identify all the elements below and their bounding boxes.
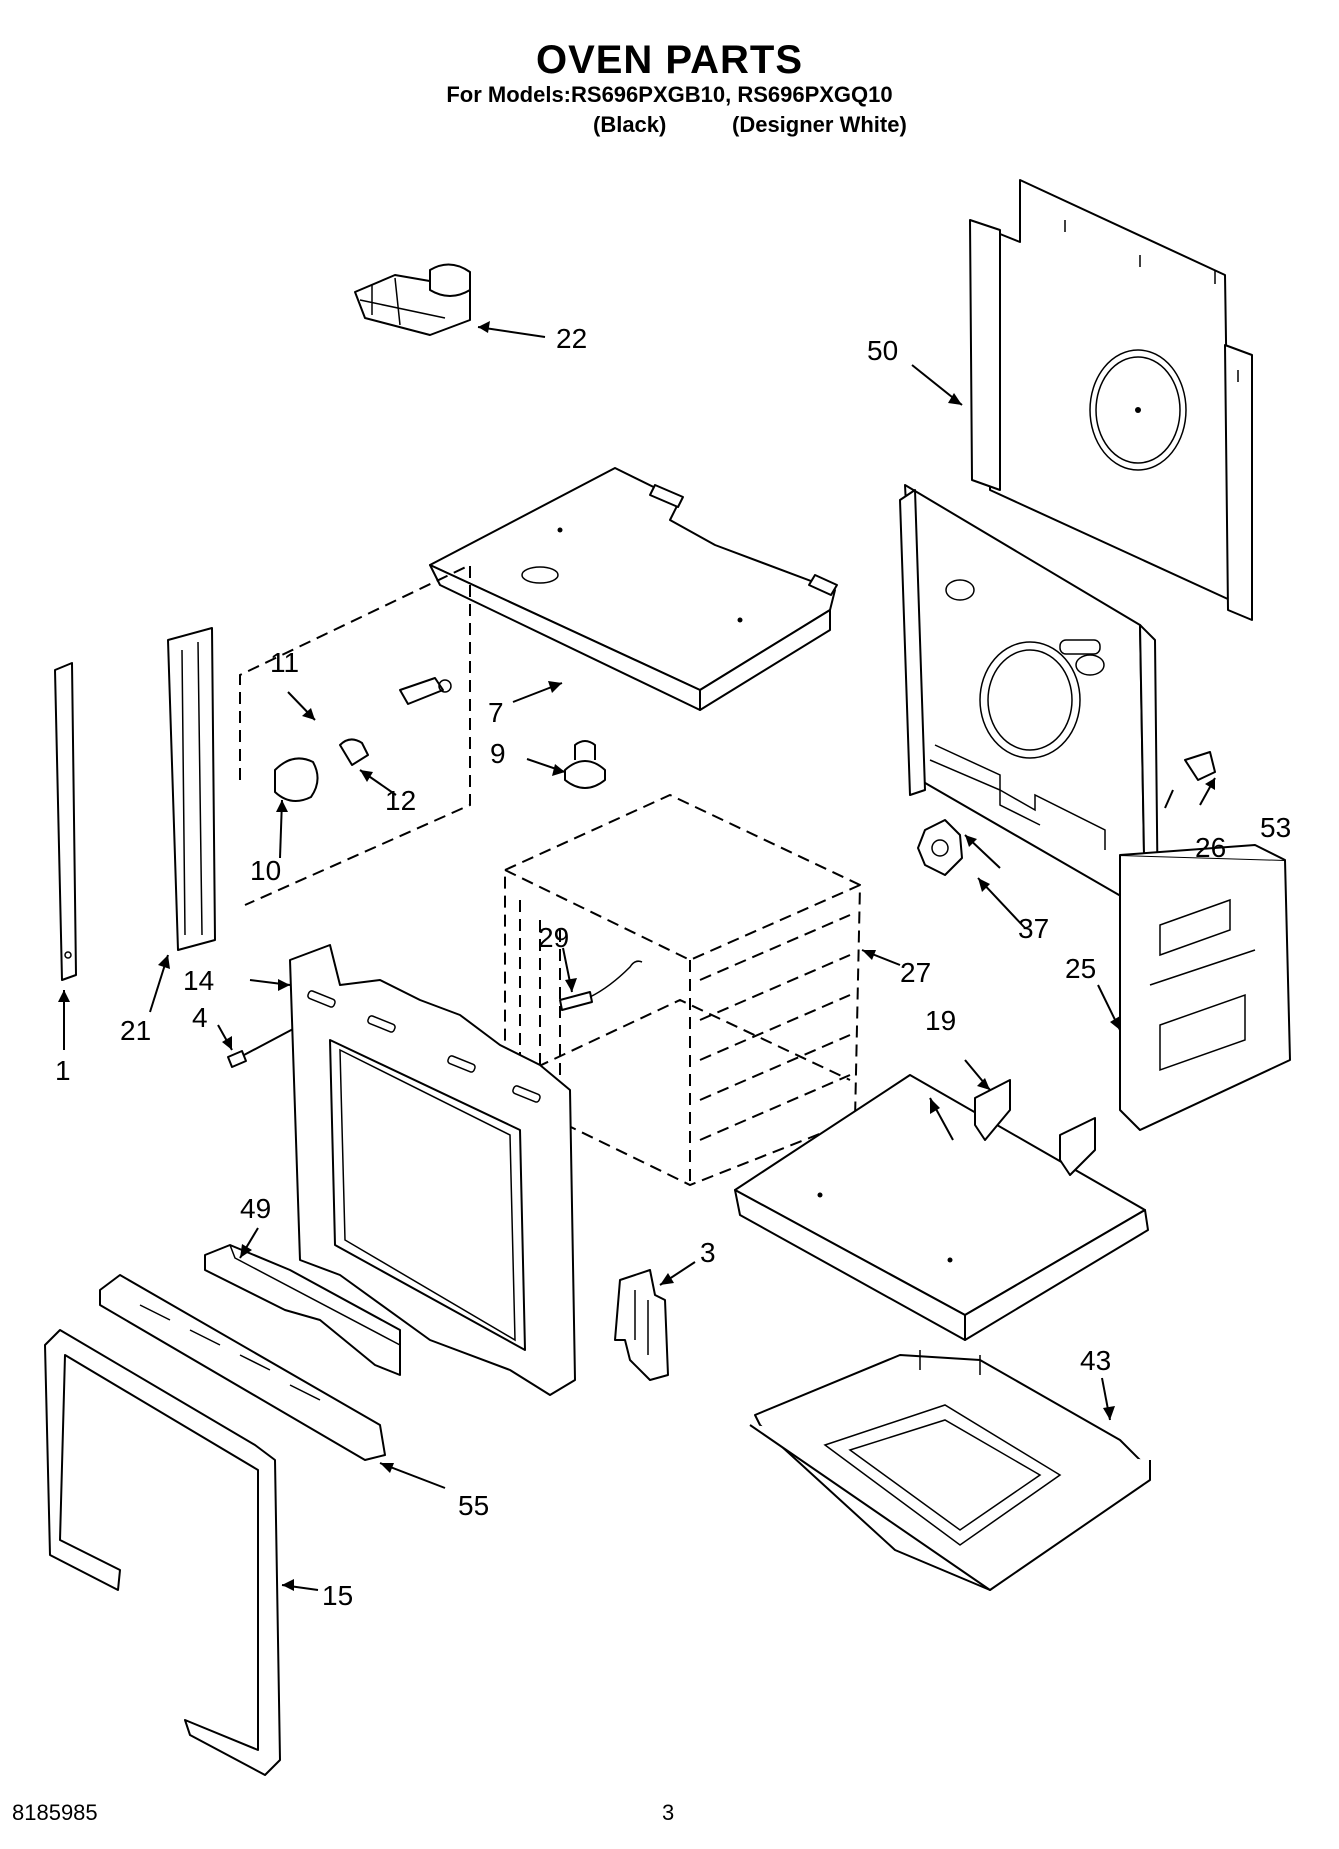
- callout-21: 21: [120, 1015, 151, 1046]
- callout-4: 4: [192, 1002, 208, 1033]
- part-1-strip: [54, 662, 77, 981]
- callout-19: 19: [925, 1005, 956, 1036]
- document-number: 8185985: [12, 1800, 98, 1825]
- leader-lines: [58, 321, 1216, 1591]
- callout-15: 15: [322, 1580, 353, 1611]
- part-25-side-trim: [1119, 844, 1291, 1131]
- page-title: OVEN PARTS: [535, 38, 804, 82]
- part-11-light-assembly-group: [239, 563, 471, 906]
- part-19-bottom-panel: [734, 1074, 1149, 1341]
- callout-7: 7: [488, 697, 504, 728]
- model-subtitle: For Models:RS696PXGB10, RS696PXGQ10: [446, 82, 893, 107]
- callout-14: 14: [183, 965, 214, 996]
- callout-1: 1: [55, 1055, 71, 1086]
- part-15-door-gasket: [44, 1329, 281, 1776]
- part-9-bulb: [564, 740, 606, 789]
- variant-white-label: (Designer White): [732, 112, 907, 137]
- part-55-vent-trim: [99, 1274, 386, 1461]
- callout-37: 37: [1018, 913, 1049, 944]
- part-53-clip: [1184, 751, 1216, 781]
- part-50-rear-panel: [969, 179, 1253, 621]
- callout-12: 12: [385, 785, 416, 816]
- callout-9: 9: [490, 738, 506, 769]
- callout-27: 27: [900, 957, 931, 988]
- part-22-latch-assembly: [354, 263, 471, 336]
- part-21-trim-strip: [167, 627, 216, 951]
- callout-labels: 22 50 11 7 9 12 10 53 26 37 29 27 25 14 …: [55, 323, 1291, 1611]
- part-43-burner-box: [749, 1350, 1151, 1591]
- part-49-channel: [204, 1244, 401, 1376]
- callout-3: 3: [700, 1237, 716, 1268]
- callout-50: 50: [867, 335, 898, 366]
- callout-22: 22: [556, 323, 587, 354]
- part-14-front-frame: [289, 944, 576, 1396]
- callout-55: 55: [458, 1490, 489, 1521]
- callout-43: 43: [1080, 1345, 1111, 1376]
- callout-29: 29: [538, 922, 569, 953]
- part-7-top-panel: [429, 467, 838, 711]
- part-29-sensor: [559, 960, 643, 1011]
- variant-black-label: (Black): [593, 112, 667, 137]
- part-37-thermal-cutout: [917, 819, 963, 876]
- callout-25: 25: [1065, 953, 1096, 984]
- callout-26: 26: [1195, 832, 1226, 863]
- page-number: 3: [662, 1800, 675, 1825]
- callout-49: 49: [240, 1193, 271, 1224]
- callout-10: 10: [250, 855, 281, 886]
- part-3-bracket: [614, 1269, 669, 1381]
- callout-11: 11: [270, 647, 299, 678]
- callout-53: 53: [1260, 812, 1291, 843]
